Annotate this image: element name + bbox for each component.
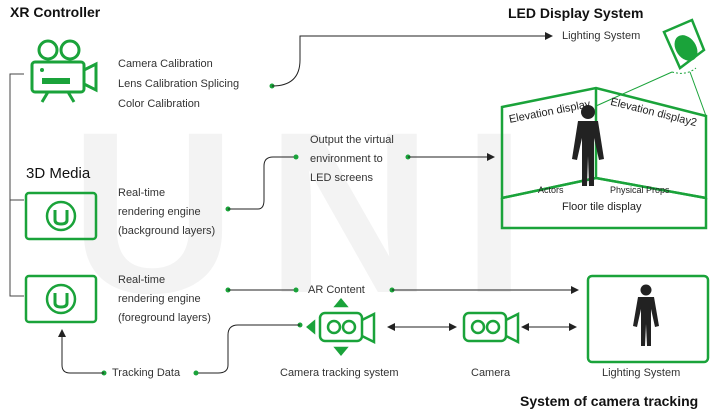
person-silhouette-icon bbox=[633, 284, 659, 346]
led-stage-box bbox=[500, 86, 708, 230]
unreal-engine-box-bg bbox=[24, 191, 98, 241]
lighting-system-top-label: Lighting System bbox=[562, 30, 641, 42]
led-display-system-title: LED Display System bbox=[508, 5, 644, 21]
bg-engine-2: rendering engine bbox=[118, 206, 201, 218]
lighting-system-bottom-label: Lighting System bbox=[602, 367, 681, 379]
fg-engine-3: (foreground layers) bbox=[118, 312, 211, 324]
xr-step-1: Camera Calibration bbox=[118, 58, 213, 70]
unreal-engine-logo-icon-bg bbox=[45, 200, 77, 232]
tracking-data-label: Tracking Data bbox=[112, 367, 181, 379]
ar-content-label: AR Content bbox=[308, 284, 365, 296]
output-text-1: Output the virtual bbox=[310, 134, 394, 146]
camera-icon bbox=[462, 311, 520, 345]
xr-controller-title: XR Controller bbox=[10, 4, 101, 20]
bg-engine-1: Real-time bbox=[118, 187, 166, 199]
unreal-engine-box-fg bbox=[24, 274, 98, 324]
fg-engine-1: Real-time bbox=[118, 274, 166, 286]
lighting-system-box bbox=[586, 274, 710, 364]
3d-media-title: 3D Media bbox=[26, 165, 91, 182]
fg-engine-2: rendering engine bbox=[118, 293, 201, 305]
xr-step-3: Color Calibration bbox=[118, 98, 200, 110]
bg-engine-3: (background layers) bbox=[118, 225, 216, 237]
camera-tracking-title: System of camera tracking bbox=[520, 393, 699, 409]
unreal-engine-logo-icon-fg bbox=[45, 283, 77, 315]
actors-label: Actors bbox=[538, 185, 564, 195]
camera-label: Camera bbox=[471, 367, 511, 379]
physical-props-label: Physical Props bbox=[610, 185, 670, 195]
camera-tracking-system-label: Camera tracking system bbox=[280, 367, 399, 379]
actor-silhouette-icon bbox=[572, 105, 604, 186]
background-watermark: UNI bbox=[70, 84, 557, 341]
output-text-2: environment to bbox=[310, 153, 383, 165]
output-text-3: LED screens bbox=[310, 172, 373, 184]
xr-step-2: Lens Calibration Splicing bbox=[118, 78, 240, 90]
spotlight-icon bbox=[662, 18, 706, 74]
left-bracket-line bbox=[9, 73, 24, 297]
video-camera-icon bbox=[30, 39, 98, 103]
floor-tile-display-label: Floor tile display bbox=[562, 201, 642, 213]
camera-tracking-icon bbox=[306, 298, 376, 356]
